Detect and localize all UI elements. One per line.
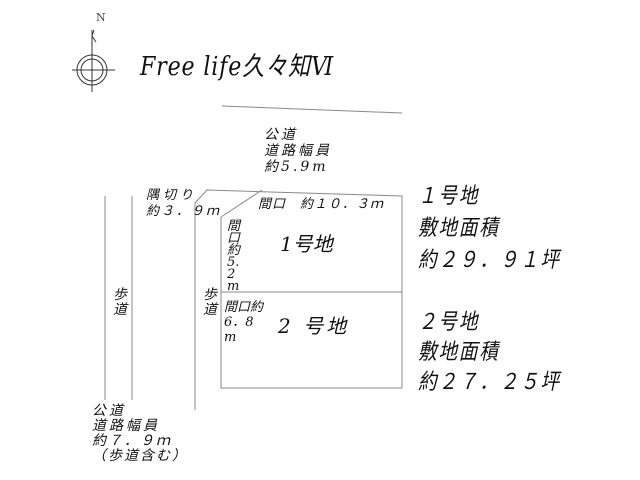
sidewalk-label-east: 歩道	[203, 287, 217, 318]
west-road-width-label: 道路幅員	[92, 418, 160, 434]
west-road-width-value: 約７．９ｍ	[92, 433, 172, 449]
sidewalk-label-west: 歩道	[113, 287, 127, 318]
west-road-note: （歩道含む）	[92, 448, 188, 464]
frontage-north: 間口 約１０．３ｍ	[258, 197, 385, 212]
corner-cut-line	[220, 189, 263, 218]
corner-cut-label: 隅切り	[146, 188, 198, 203]
lot1-label: 1号地	[280, 232, 333, 256]
lot2-area-label: 敷地面積	[418, 340, 500, 365]
lot1-info-name: １号地	[418, 184, 480, 209]
compass-north-label: N	[96, 11, 106, 24]
lot-boundary	[220, 217, 402, 389]
lot2-info-name: ２号地	[418, 310, 480, 335]
page-title: Free life久々知Ⅵ	[140, 52, 335, 82]
west-road-type: 公道	[92, 403, 126, 419]
road-width-label: 道路幅員	[264, 143, 332, 159]
lot1-area-label: 敷地面積	[418, 216, 500, 241]
road-type: 公道	[264, 127, 298, 143]
north-road-edge	[221, 105, 403, 114]
lot2-label: 2 号地	[278, 314, 350, 338]
road-width-value: 約5.9m	[264, 159, 329, 175]
frontage-lot1: 間口約5.2m	[227, 219, 241, 294]
compass-icon	[72, 29, 115, 92]
lot2-area-value: 約２７．２５坪	[418, 370, 561, 395]
lot1-area-value: 約２９．９１坪	[418, 248, 561, 273]
site-boundary	[194, 189, 403, 410]
corner-cut-value: 約３．９ｍ	[146, 204, 222, 219]
frontage-lot2: 間口約6．8m	[224, 300, 264, 345]
